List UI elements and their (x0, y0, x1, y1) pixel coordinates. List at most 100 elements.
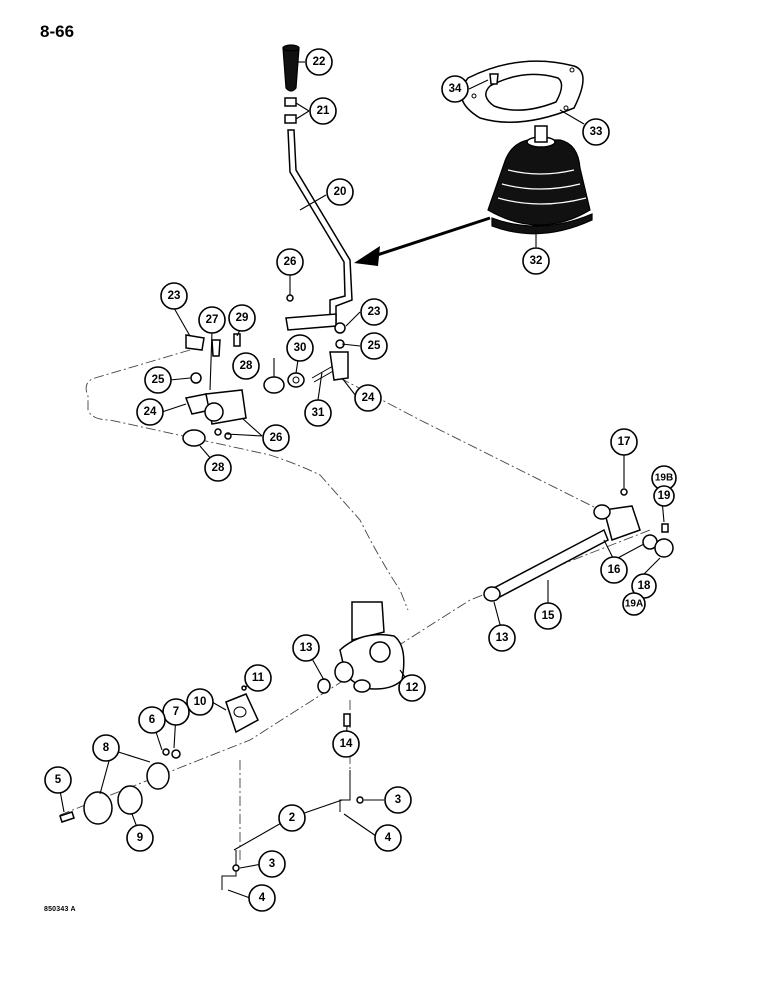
callout-label: 8 (103, 742, 110, 754)
callout-label: 29 (236, 312, 249, 324)
linkage-parts (182, 294, 349, 447)
callout-28-lower: 28 (204, 454, 232, 482)
figure-code: 850343 A (44, 906, 76, 913)
callout-label: 13 (300, 642, 313, 654)
callout-19: 19 (653, 485, 675, 507)
callout-label: 26 (270, 432, 283, 444)
callout-label: 3 (269, 858, 275, 870)
callout-33: 33 (582, 118, 610, 146)
callout-label: 34 (449, 83, 462, 95)
callout-26-lower: 26 (262, 424, 290, 452)
callout-19A: 19A (622, 592, 646, 616)
callout-24-left: 24 (136, 398, 164, 426)
right-shaft-assembly (483, 488, 674, 602)
callout-label: 22 (313, 56, 326, 68)
callout-20: 20 (326, 178, 354, 206)
callout-label: 4 (259, 892, 266, 904)
callout-label: 30 (294, 342, 307, 354)
callout-label: 20 (334, 186, 347, 198)
callout-3-left: 3 (258, 850, 286, 878)
callout-label: 28 (240, 360, 253, 372)
callout-label: 11 (252, 672, 265, 684)
callout-21: 21 (309, 97, 337, 125)
callout-label: 5 (55, 774, 62, 786)
callout-13-right: 13 (488, 624, 516, 652)
callout-14: 14 (332, 730, 360, 758)
knob-bushings (284, 97, 297, 124)
callout-label: 17 (618, 436, 631, 448)
callout-23-right: 23 (360, 298, 388, 326)
callout-18: 18 (631, 573, 657, 599)
callout-23-left: 23 (160, 282, 188, 310)
callout-11: 11 (244, 664, 272, 692)
callout-label: 25 (368, 340, 381, 352)
callout-25-left: 25 (144, 366, 172, 394)
callout-label: 31 (312, 407, 325, 419)
callout-17: 17 (610, 428, 638, 456)
callout-label: 23 (168, 290, 181, 302)
plate-screw (489, 73, 499, 85)
callout-4-left: 4 (248, 884, 276, 912)
callout-label: 21 (317, 105, 330, 117)
callout-label: 24 (144, 406, 157, 418)
callout-label: 3 (395, 794, 401, 806)
callout-3-right: 3 (384, 786, 412, 814)
callout-16: 16 (600, 556, 628, 584)
callout-32: 32 (522, 247, 550, 275)
callout-label: 19A (625, 599, 643, 610)
callout-label: 33 (590, 126, 603, 138)
callout-label: 24 (362, 392, 375, 404)
callout-8: 8 (92, 734, 120, 762)
callout-label: 16 (608, 564, 621, 576)
shift-lever (285, 129, 353, 331)
callout-13-left: 13 (292, 634, 320, 662)
callout-31: 31 (304, 399, 332, 427)
callout-28-upper: 28 (232, 352, 260, 380)
callout-27: 27 (198, 306, 226, 334)
callout-label: 10 (194, 696, 207, 708)
shift-knob (282, 44, 300, 92)
callout-label: 18 (638, 580, 651, 592)
callout-7: 7 (162, 698, 190, 726)
callout-label: 23 (368, 306, 381, 318)
boot-arrow (354, 216, 491, 266)
shift-housing (317, 601, 405, 727)
callout-10: 10 (186, 688, 214, 716)
callout-label: 19B (655, 473, 673, 484)
callout-label: 12 (406, 682, 419, 694)
callout-label: 26 (284, 256, 297, 268)
callout-29: 29 (228, 304, 256, 332)
callout-6: 6 (138, 706, 166, 734)
callout-label: 9 (137, 832, 143, 844)
callout-19B: 19B (651, 465, 677, 491)
callout-label: 32 (530, 255, 543, 267)
callout-label: 27 (206, 314, 219, 326)
callout-15: 15 (534, 602, 562, 630)
callout-label: 2 (289, 812, 295, 824)
callout-24-right: 24 (354, 384, 382, 412)
callout-label: 4 (385, 832, 392, 844)
callout-label: 7 (173, 706, 179, 718)
callout-label: 6 (149, 714, 155, 726)
callout-12: 12 (398, 674, 426, 702)
callout-34: 34 (441, 75, 469, 103)
callout-4-right: 4 (374, 824, 402, 852)
callout-label: 13 (496, 632, 509, 644)
page-number: 8-66 (40, 22, 75, 41)
callout-5: 5 (44, 766, 72, 794)
callout-label: 15 (542, 610, 555, 622)
rubber-boot (487, 125, 593, 235)
lower-parts (59, 685, 259, 825)
callout-22: 22 (305, 48, 333, 76)
callout-label: 25 (152, 374, 165, 386)
callout-30: 30 (286, 334, 314, 362)
callout-label: 28 (212, 462, 225, 474)
callout-2: 2 (278, 804, 306, 832)
callout-9: 9 (126, 824, 154, 852)
clips (221, 770, 364, 890)
callout-label: 19 (658, 490, 671, 502)
callout-label: 14 (340, 738, 353, 750)
callout-25-right: 25 (360, 332, 388, 360)
callout-26-upper: 26 (276, 248, 304, 276)
